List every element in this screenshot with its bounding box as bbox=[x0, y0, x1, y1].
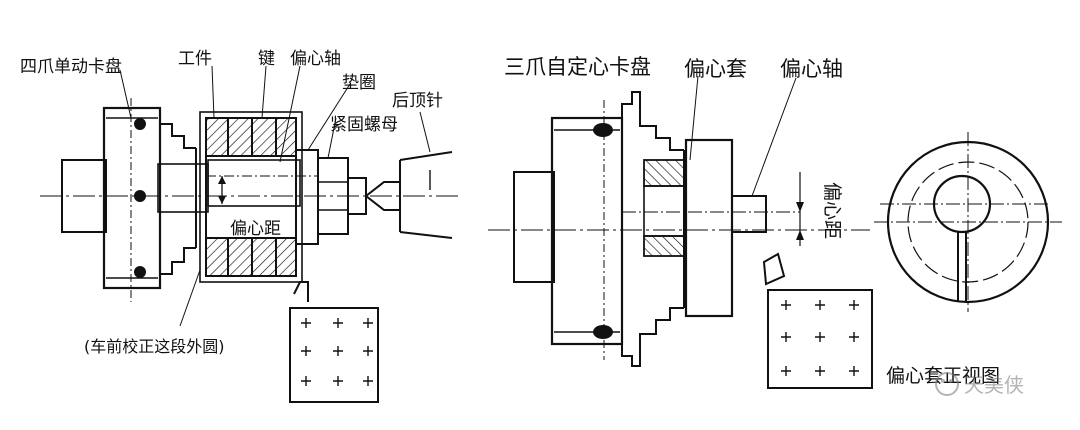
four-jaw-chuck bbox=[61, 69, 197, 302]
sleeve-front-view bbox=[874, 132, 1062, 312]
label-eccentric-distance-right: 偏心距 bbox=[821, 182, 843, 239]
tailstock-center bbox=[364, 151, 453, 239]
label-turning-note: (车前校正这段外圆) bbox=[84, 337, 225, 356]
label-three-jaw-chuck: 三爪自定心卡盘 bbox=[504, 55, 651, 79]
label-key: 键 bbox=[258, 49, 275, 69]
left-setup-drawing: 四爪单动卡盘 工件 键 偏心轴 垫圈 紧固螺母 后顶针 偏心距 (车前校正这段外… bbox=[20, 49, 460, 403]
label-sleeve-front-view: 偏心套正视图 bbox=[886, 365, 1000, 387]
label-nut: 紧固螺母 bbox=[330, 115, 398, 135]
workpiece-sleeve bbox=[199, 111, 303, 283]
label-eccentric-distance-left: 偏心距 bbox=[230, 219, 281, 239]
label-eccentric-sleeve: 偏心套 bbox=[684, 57, 747, 81]
label-workpiece: 工件 bbox=[178, 49, 212, 69]
label-eccentric-shaft-left: 偏心轴 bbox=[290, 49, 341, 69]
three-jaw-chuck bbox=[513, 91, 685, 367]
watermark-text: 天美侠 bbox=[964, 373, 1024, 397]
label-eccentric-shaft-right: 偏心轴 bbox=[780, 57, 843, 81]
right-setup-drawing: 三爪自定心卡盘 偏心套 偏心轴 偏心距 偏心套正视图 天美侠 bbox=[488, 55, 1062, 397]
label-four-jaw-chuck: 四爪单动卡盘 bbox=[20, 57, 122, 77]
watermark: 天美侠 bbox=[935, 372, 1024, 397]
label-washer: 垫圈 bbox=[342, 73, 376, 93]
label-tailstock-center: 后顶针 bbox=[392, 91, 443, 111]
